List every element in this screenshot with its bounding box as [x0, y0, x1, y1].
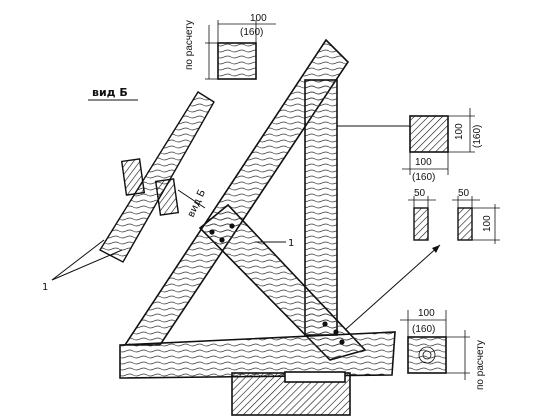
- bottom-beam: [119, 331, 396, 379]
- right-top-width: 100: [415, 157, 432, 168]
- view-b-title: вид Б: [92, 86, 128, 99]
- detail-plate-right: [154, 178, 180, 216]
- detail-plate-left: [120, 158, 146, 196]
- right-top-height: 100: [454, 123, 465, 140]
- view-b-detail: [99, 91, 215, 263]
- small-section-2: 50 100: [452, 188, 500, 244]
- top-section-width: 100: [250, 13, 267, 24]
- vertical-post: [304, 79, 338, 336]
- bottom-section: 100 (160) по расчету: [400, 308, 486, 390]
- top-section-height-note: по расчету: [184, 20, 195, 70]
- small-2-height: 100: [482, 215, 493, 232]
- small-1-width: 50: [414, 188, 426, 199]
- view-b-pointer-label: вид Б: [186, 188, 208, 219]
- bottom-section-width: 100: [418, 308, 435, 319]
- right-top-width-alt: (160): [412, 172, 435, 183]
- top-section: 100 (160) по расчету: [184, 13, 276, 80]
- truss-assembly: [119, 38, 396, 416]
- small-section-1: 50: [408, 188, 436, 241]
- bottom-section-width-alt: (160): [412, 324, 435, 335]
- callout-detail: 1: [42, 282, 48, 293]
- support-wedge: [284, 371, 346, 383]
- detail-rafter: [99, 91, 215, 263]
- callout-main: 1: [288, 238, 294, 249]
- right-top-height-alt: (160): [472, 125, 483, 148]
- top-section-width-alt: (160): [240, 27, 263, 38]
- bottom-section-height-note: по расчету: [475, 340, 486, 390]
- right-top-section: 100 (160) 100 (160): [337, 108, 483, 183]
- small-2-width: 50: [458, 188, 470, 199]
